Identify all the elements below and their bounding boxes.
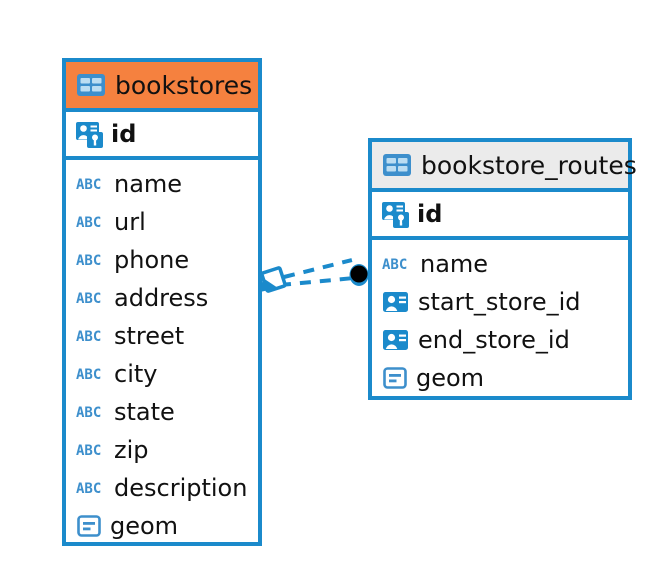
abc-icon: ABC: [76, 252, 106, 269]
filled-dot-marker: [349, 264, 369, 286]
abc-icon: ABC: [76, 290, 106, 307]
field-label: geom: [416, 364, 485, 392]
entity-bookstores-field-list: ABC name ABC url ABC p: [66, 160, 258, 551]
field-row-city[interactable]: ABC city: [66, 355, 258, 393]
field-label: city: [114, 360, 158, 388]
field-label-id: id: [111, 120, 137, 148]
svg-text:ABC: ABC: [76, 481, 101, 496]
field-row-end-store-id[interactable]: end_store_id: [372, 321, 628, 359]
svg-text:ABC: ABC: [76, 215, 101, 230]
geometry-icon: [76, 513, 102, 539]
field-label: geom: [110, 512, 179, 540]
field-row-description[interactable]: ABC description: [66, 469, 258, 507]
svg-text:ABC: ABC: [76, 253, 101, 268]
field-label: description: [114, 474, 248, 502]
table-icon: [382, 153, 412, 177]
field-label: address: [114, 284, 209, 312]
diamond-crowsfoot-marker: [260, 266, 287, 293]
entity-bookstores-primary-key-row[interactable]: id: [66, 112, 258, 160]
entity-bookstores[interactable]: bookstores id: [62, 58, 262, 546]
foreign-key-icon: [382, 290, 410, 314]
svg-text:ABC: ABC: [76, 177, 101, 192]
field-label-id: id: [417, 200, 443, 228]
abc-icon: ABC: [382, 256, 412, 273]
entity-bookstores-title: bookstores: [115, 70, 253, 100]
field-label: name: [420, 250, 489, 278]
foreign-key-icon: [382, 328, 410, 352]
field-label: phone: [114, 246, 190, 274]
field-label: start_store_id: [418, 288, 581, 316]
entity-bookstores-header[interactable]: bookstores: [66, 62, 258, 112]
field-row-geom[interactable]: geom: [66, 507, 258, 545]
field-row-name[interactable]: ABC name: [372, 245, 628, 283]
entity-bookstore-routes-field-list: ABC name start_store_id: [372, 240, 628, 403]
primary-key-icon: [75, 119, 105, 149]
table-icon: [76, 73, 106, 97]
field-row-name[interactable]: ABC name: [66, 165, 258, 203]
field-row-state[interactable]: ABC state: [66, 393, 258, 431]
svg-text:ABC: ABC: [76, 443, 101, 458]
field-label: url: [114, 208, 146, 236]
field-row-geom[interactable]: geom: [372, 359, 628, 397]
field-row-start-store-id[interactable]: start_store_id: [372, 283, 628, 321]
svg-text:ABC: ABC: [76, 291, 101, 306]
field-row-street[interactable]: ABC street: [66, 317, 258, 355]
entity-bookstore-routes-title: bookstore_routes: [421, 150, 637, 180]
abc-icon: ABC: [76, 480, 106, 497]
entity-bookstore-routes-primary-key-row[interactable]: id: [372, 192, 628, 240]
abc-icon: ABC: [76, 176, 106, 193]
svg-text:ABC: ABC: [76, 367, 101, 382]
abc-icon: ABC: [76, 404, 106, 421]
field-row-address[interactable]: ABC address: [66, 279, 258, 317]
relationship-line-upper: [283, 258, 353, 279]
primary-key-icon: [381, 199, 411, 229]
relationship-connector[interactable]: [258, 244, 374, 316]
field-label: street: [114, 322, 185, 350]
field-row-phone[interactable]: ABC phone: [66, 241, 258, 279]
svg-text:ABC: ABC: [382, 257, 407, 272]
entity-bookstore-routes[interactable]: bookstore_routes id: [368, 138, 637, 403]
field-row-url[interactable]: ABC url: [66, 203, 258, 241]
field-label: name: [114, 170, 183, 198]
abc-icon: ABC: [76, 366, 106, 383]
field-row-zip[interactable]: ABC zip: [66, 431, 258, 469]
field-label: end_store_id: [418, 326, 570, 354]
entity-bookstore-routes-header[interactable]: bookstore_routes: [372, 142, 637, 192]
svg-text:ABC: ABC: [76, 329, 101, 344]
svg-text:ABC: ABC: [76, 405, 101, 420]
field-label: state: [114, 398, 175, 426]
abc-icon: ABC: [76, 442, 106, 459]
abc-icon: ABC: [76, 328, 106, 345]
abc-icon: ABC: [76, 214, 106, 231]
relationship-line-middle: [279, 276, 355, 287]
geometry-icon: [382, 365, 408, 391]
field-label: zip: [114, 436, 149, 464]
